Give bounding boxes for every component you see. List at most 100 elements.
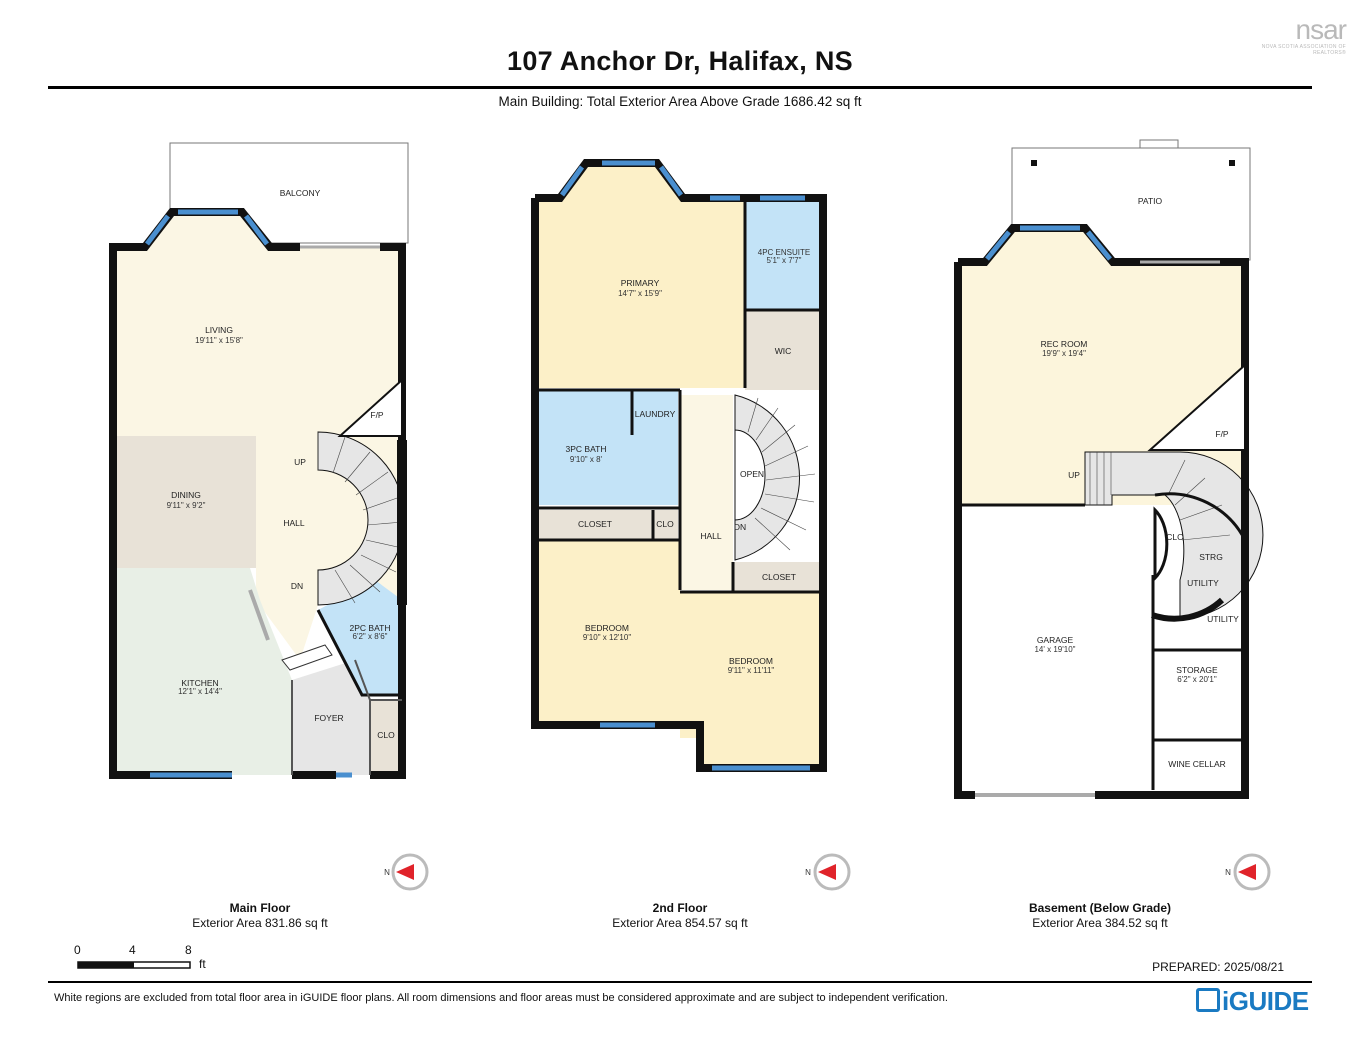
- garage-dimensions: 14' x 19'10": [1034, 645, 1075, 654]
- upper-windows: [559, 160, 810, 771]
- basement-stairs-up-label: UP: [1068, 470, 1080, 480]
- foyer-fill: [292, 660, 370, 775]
- second-floor-area: Exterior Area 854.57 sq ft: [612, 916, 748, 930]
- storage-label: STORAGE: [1176, 665, 1218, 675]
- ensuite-label: 4PC ENSUITE: [758, 248, 810, 257]
- primary-label: PRIMARY: [621, 278, 660, 288]
- nsar-logo-subtext: NOVA SCOTIA ASSOCIATION OF REALTORS®: [1261, 44, 1346, 56]
- basement-interior-walls: [958, 503, 1245, 790]
- patio-post-right: [1229, 160, 1235, 166]
- basement-stairs: [1084, 451, 1264, 619]
- iguide-brand: iGUIDE: [1222, 986, 1309, 1016]
- basement-clo-label: CLO: [1166, 532, 1184, 542]
- compass-basement-n: N: [1225, 868, 1231, 877]
- footer-rule: [48, 981, 1312, 983]
- basement-area: Exterior Area 384.52 sq ft: [1032, 916, 1168, 930]
- main-bath-walls: [316, 609, 402, 697]
- basement-clo: [1153, 506, 1169, 582]
- property-address: 107 Anchor Dr, Halifax, NS: [507, 46, 853, 76]
- nsar-logo-text: nsar: [1295, 14, 1347, 45]
- garage-label: GARAGE: [1037, 635, 1074, 645]
- closet-fill: [370, 700, 402, 775]
- scale-tick-0: 0: [74, 943, 81, 957]
- basement-windows: [985, 225, 1112, 261]
- primary-dimensions: 14'7" x 15'9": [618, 289, 662, 298]
- compass-upper: N: [805, 853, 851, 891]
- main-fireplace: [337, 377, 403, 437]
- closet2-label: CLOSET: [762, 572, 796, 582]
- main-kitchen-opening: [248, 589, 270, 641]
- storage-dimensions: 6'2" x 20'1": [1177, 675, 1217, 684]
- basement-strg-wall: [1154, 492, 1247, 541]
- fireplace-label: F/P: [370, 410, 384, 420]
- patio-step: [1139, 139, 1179, 149]
- basement-caption: Basement (Below Grade) Exterior Area 384…: [990, 901, 1210, 931]
- second-floor-plan: PRIMARY 14'7" x 15'9" 4PC ENSUITE 5'1" x…: [531, 159, 827, 772]
- main-foyer-step: [281, 644, 333, 671]
- upper-stair-treads: [747, 397, 816, 551]
- main-windows: [145, 209, 352, 778]
- basement-plan: PATIO REC ROOM 19'9" x 19'4" F/P UP CLO …: [954, 139, 1264, 799]
- basement-stair-treads: [1089, 452, 1231, 541]
- clo2-label: CLO: [656, 519, 674, 529]
- powder-bath-dimensions: 6'2" x 8'6": [353, 632, 388, 641]
- compass-upper-n: N: [805, 868, 811, 877]
- compass-basement: N: [1225, 853, 1271, 891]
- compass-main: N: [384, 853, 429, 891]
- main-floor-plan: BALCONY LIVING 19'11" x 15'8" F/P UP DIN…: [109, 142, 409, 779]
- closet1-fill: [535, 510, 653, 540]
- main-stair-treads: [317, 432, 404, 604]
- living-dimensions: 19'11" x 15'8": [195, 336, 243, 345]
- scale-unit: ft: [199, 957, 206, 971]
- bedroom2-fill: [680, 592, 823, 768]
- disclaimer-text: White regions are excluded from total fl…: [54, 992, 948, 1004]
- clo2-fill: [653, 510, 678, 540]
- balcony-label: BALCONY: [280, 188, 321, 198]
- main-foyer-walls: [291, 659, 402, 775]
- rec-room-dimensions: 19'9" x 19'4": [1042, 349, 1086, 358]
- upper-open-area: [734, 429, 766, 521]
- second-floor-caption: 2nd Floor Exterior Area 854.57 sq ft: [570, 901, 790, 931]
- bedroom2-dimensions: 9'11" x 11'11": [728, 666, 775, 675]
- powder-bath-label: 2PC BATH: [350, 623, 391, 633]
- foyer-label: FOYER: [314, 713, 343, 723]
- kitchen-label: KITCHEN: [181, 678, 218, 688]
- bedroom1-dimensions: 9'10" x 12'10": [583, 633, 631, 642]
- living-room-fill: [113, 212, 402, 440]
- wic-label: WIC: [775, 346, 792, 356]
- basement-fireplace-label: F/P: [1215, 429, 1229, 439]
- patio-label: PATIO: [1138, 196, 1163, 206]
- strg-label: STRG: [1199, 552, 1223, 562]
- iguide-logo: iGUIDE: [1196, 986, 1309, 1017]
- upper-bath-label: 3PC BATH: [566, 444, 607, 454]
- main-floor-caption: Main Floor Exterior Area 831.86 sq ft: [150, 901, 370, 931]
- upper-interior-walls: [535, 200, 823, 594]
- upper-hall-label: HALL: [700, 531, 722, 541]
- upper-stairs-down-label: DN: [734, 522, 746, 532]
- total-area-summary: Main Building: Total Exterior Area Above…: [498, 94, 862, 109]
- upper-bath-dimensions: 9'10" x 8': [570, 455, 603, 464]
- powder-bath-fill: [318, 580, 402, 695]
- compass-main-n: N: [384, 868, 390, 877]
- basement-name: Basement (Below Grade): [1028, 901, 1172, 915]
- closet-label: CLO: [377, 730, 395, 740]
- rec-room-label: REC ROOM: [1041, 339, 1088, 349]
- primary-fill: [535, 163, 745, 388]
- bedroom2-label: BEDROOM: [729, 656, 773, 666]
- stairs-down-label: DN: [291, 581, 303, 591]
- dining-dimensions: 9'11" x 9'2": [167, 501, 206, 510]
- dining-room-fill: [113, 436, 256, 568]
- ensuite-fill: [745, 200, 823, 310]
- utility1-label: UTILITY: [1187, 578, 1219, 588]
- scale-tick-8: 8: [185, 943, 192, 957]
- main-stairs: [317, 431, 405, 606]
- kitchen-dimensions: 12'1" x 14'4": [178, 687, 222, 696]
- stairs-up-label: UP: [294, 457, 306, 467]
- main-floor-name: Main Floor: [229, 901, 291, 915]
- hall-label: HALL: [283, 518, 305, 528]
- iguide-icon: [1196, 988, 1220, 1012]
- main-floor-area: Exterior Area 831.86 sq ft: [192, 916, 328, 930]
- nsar-logo: nsar NOVA SCOTIA ASSOCIATION OF REALTORS…: [1236, 14, 1347, 57]
- prepared-date: PREPARED: 2025/08/21: [1152, 960, 1284, 974]
- scale-tick-4: 4: [129, 943, 136, 957]
